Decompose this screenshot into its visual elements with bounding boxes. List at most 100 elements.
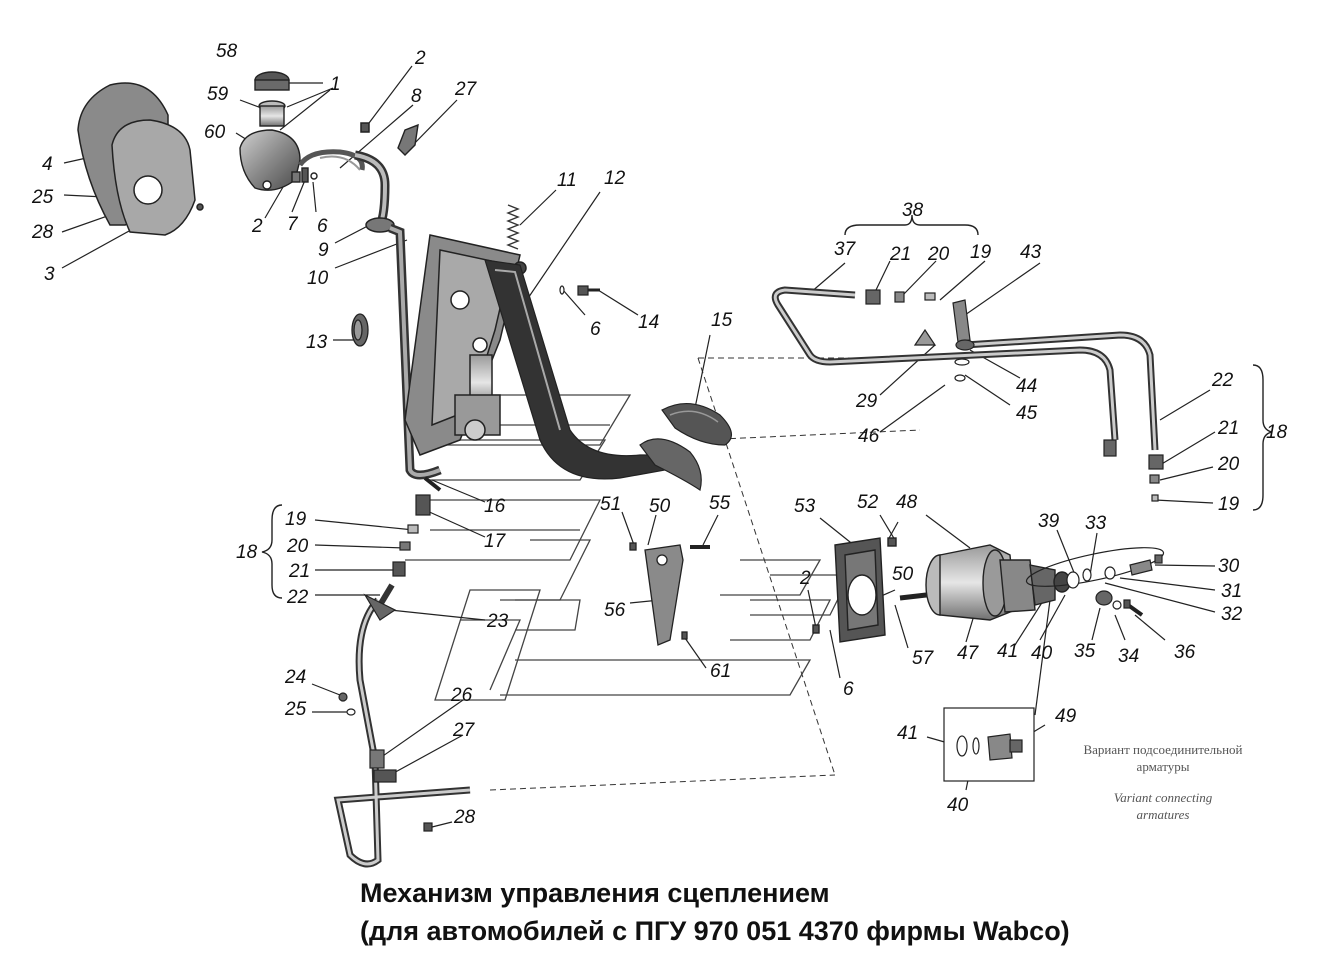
callout-41: 41 [897, 723, 918, 744]
diagram-title-line1: Механизм управления сцеплением [360, 878, 830, 908]
callout-25: 25 [31, 187, 54, 208]
callout-55: 55 [709, 493, 731, 514]
callout-1: 1 [330, 74, 341, 95]
callout-27: 27 [454, 79, 478, 100]
callout-6: 6 [317, 216, 328, 237]
callout-7: 7 [287, 214, 299, 235]
callout-53: 53 [794, 496, 816, 517]
callout-20: 20 [1217, 454, 1240, 475]
callout-36: 36 [1174, 642, 1196, 663]
callout-15: 15 [711, 310, 733, 331]
callout-51: 51 [600, 494, 621, 515]
callout-57: 57 [912, 648, 935, 669]
callout-39: 39 [1038, 511, 1060, 532]
callout-60: 60 [204, 122, 226, 143]
callout-20: 20 [927, 244, 950, 265]
callout-40: 40 [947, 795, 969, 816]
callout-58: 58 [216, 41, 238, 62]
callout-22: 22 [286, 587, 309, 608]
bump-stop-part [351, 313, 369, 347]
variant-note-en: Variant connecting armatures [1053, 789, 1273, 823]
callout-56: 56 [604, 600, 626, 621]
callout-49: 49 [1055, 706, 1077, 727]
callout-11: 11 [557, 170, 577, 191]
callout-29: 29 [855, 391, 878, 412]
callout-21: 21 [889, 244, 911, 265]
callout-28: 28 [31, 222, 54, 243]
callout-25: 25 [284, 699, 307, 720]
background-logo-outline [405, 394, 852, 701]
callout-2: 2 [414, 48, 426, 69]
pedal-lever-part [484, 259, 732, 491]
callout-19: 19 [285, 509, 307, 530]
callout-30: 30 [1218, 556, 1240, 577]
lower-hose-fittings [338, 593, 433, 832]
callout-44: 44 [1016, 376, 1037, 397]
callout-31: 31 [1221, 581, 1242, 602]
variant-note-ru: Вариант подсоединительной арматуры [1053, 741, 1273, 775]
callout-35: 35 [1074, 641, 1096, 662]
callout-24: 24 [284, 667, 306, 688]
callout-21: 21 [288, 561, 310, 582]
callout-34: 34 [1118, 646, 1139, 667]
callout-22: 22 [1211, 370, 1234, 391]
callout-48: 48 [896, 492, 918, 513]
callout-3: 3 [44, 264, 55, 285]
callout-33: 33 [1085, 513, 1107, 534]
left-fittings-part [377, 476, 442, 607]
callout-38: 38 [902, 200, 924, 221]
callout-52: 52 [857, 492, 879, 513]
leader-lines [61, 65, 1216, 828]
mounting-plate-part [812, 537, 897, 643]
callout-13: 13 [306, 332, 328, 353]
callout-27: 27 [452, 720, 476, 741]
callout-17: 17 [484, 531, 507, 552]
callout-32: 32 [1221, 604, 1243, 625]
callout-8: 8 [411, 86, 422, 107]
callout-18: 18 [236, 542, 258, 563]
callout-41: 41 [997, 641, 1018, 662]
hydraulic-tube-upper [771, 286, 1159, 451]
callout-6: 6 [843, 679, 854, 700]
lower-hose-part [333, 597, 471, 868]
callout-9: 9 [318, 240, 329, 261]
bolt-14-part [559, 285, 600, 296]
callout-6: 6 [590, 319, 601, 340]
brace-group-18-right [1252, 364, 1273, 511]
callout-21: 21 [1217, 418, 1239, 439]
callout-40: 40 [1031, 643, 1053, 664]
callout-19: 19 [1218, 494, 1240, 515]
spring-part [506, 204, 520, 250]
hose-and-clamp-part [297, 122, 395, 233]
callout-46: 46 [858, 426, 880, 447]
callout-61: 61 [710, 661, 731, 682]
callout-4: 4 [42, 154, 53, 175]
variant-note-en-line1: Variant connecting [1113, 790, 1213, 805]
callout-2: 2 [799, 568, 811, 589]
callout-16: 16 [484, 496, 506, 517]
clutch-booster-part [899, 544, 1071, 621]
callout-50: 50 [892, 564, 914, 585]
callout-37: 37 [834, 239, 857, 260]
variant-note-en-line2: armatures [1136, 807, 1190, 822]
callout-14: 14 [638, 312, 659, 333]
fluid-reservoir-part [239, 71, 318, 191]
variant-note-ru-line1: Вариант подсоединительной [1083, 742, 1243, 757]
callout-19: 19 [970, 242, 992, 263]
right-fittings-part [1025, 547, 1165, 617]
callout-20: 20 [286, 536, 309, 557]
pedal-tube-part [388, 223, 442, 480]
callout-labels: 58 1 2 27 59 8 60 4 25 28 3 2 7 6 9 10 1… [31, 41, 1288, 828]
brace-group-18-left [261, 504, 283, 599]
callout-10: 10 [307, 268, 329, 289]
callout-45: 45 [1016, 403, 1038, 424]
variant-detail-box [943, 707, 1035, 782]
reservoir-cover-part [77, 82, 204, 236]
callout-28: 28 [453, 807, 476, 828]
callout-50: 50 [649, 496, 671, 517]
bracket-56-part [629, 542, 710, 646]
callout-59: 59 [207, 84, 229, 105]
brace-group-38 [844, 214, 979, 236]
